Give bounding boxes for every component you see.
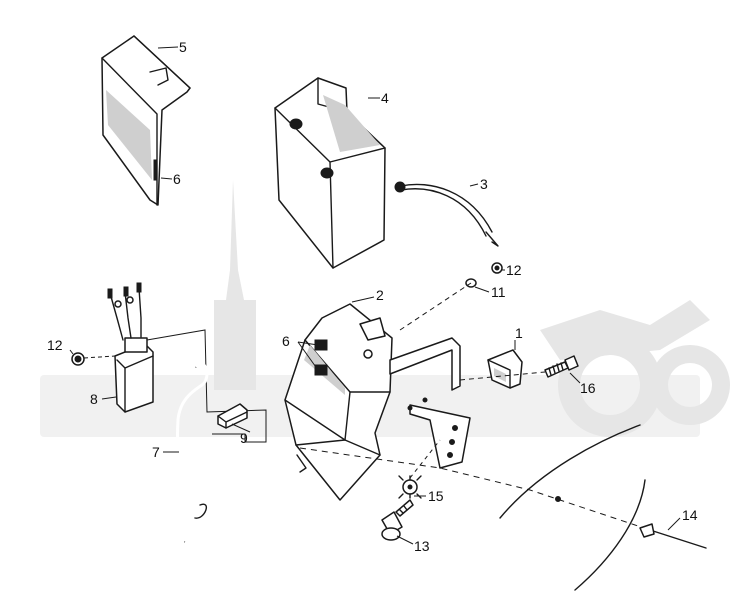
hold-down-strap-part (175, 362, 209, 544)
washer-nut-parts (399, 262, 503, 331)
callout-6-top: 6 (173, 171, 181, 187)
callout-9: 9 (240, 430, 248, 446)
callout-8: 8 (90, 391, 98, 407)
callout-5: 5 (179, 39, 187, 55)
battery-part (274, 77, 386, 269)
callout-4: 4 (381, 90, 389, 106)
callout-12-left: 12 (47, 337, 63, 353)
callout-3: 3 (480, 176, 488, 192)
callout-12-right: 12 (506, 262, 522, 278)
callout-7: 7 (152, 444, 160, 460)
battery-cover-part (101, 35, 191, 206)
callout-1: 1 (515, 325, 523, 341)
battery-tray-part (284, 303, 471, 501)
fastener-part (299, 424, 707, 591)
callout-6-tray: 6 (282, 333, 290, 349)
bracket-block-part (487, 349, 523, 389)
starter-solenoid-part (71, 282, 267, 443)
callout-leaders (69, 46, 681, 545)
bolt-part (459, 355, 579, 381)
callout-13: 13 (414, 538, 430, 554)
callout-14: 14 (682, 507, 698, 523)
callout-15: 15 (428, 488, 444, 504)
callout-11: 11 (491, 284, 506, 300)
battery-cable-part (394, 181, 499, 247)
callout-16: 16 (580, 380, 596, 396)
callout-labels: 1 2 3 4 5 6 6 7 8 9 11 12 12 13 14 15 16 (47, 39, 698, 554)
clip-part (217, 403, 248, 429)
callout-2: 2 (376, 287, 384, 303)
